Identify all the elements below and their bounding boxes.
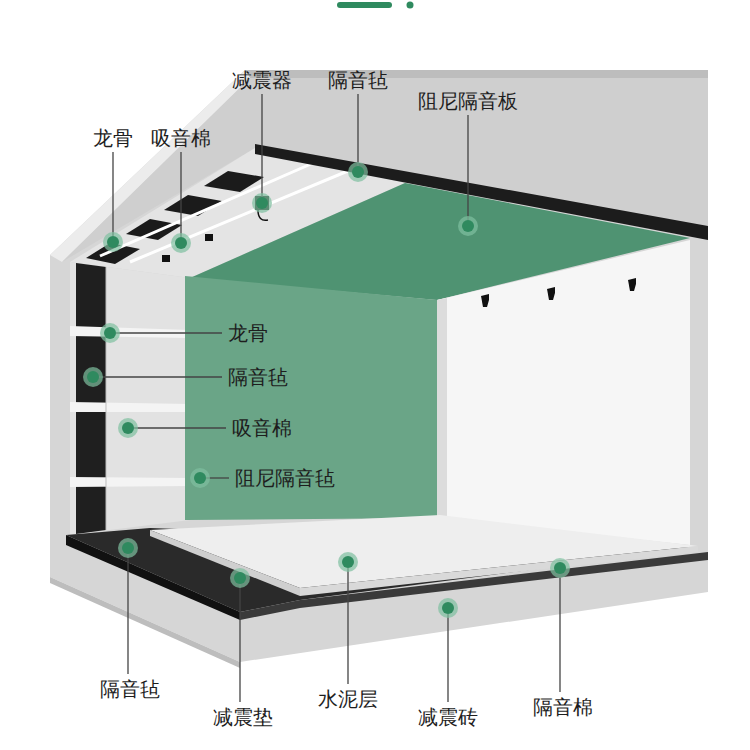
leader-lines: [99, 94, 560, 702]
part-label: 吸音棉: [151, 127, 211, 149]
spotlight: [547, 287, 555, 300]
part-label: 水泥层: [318, 688, 378, 710]
part-label: 隔音毡: [328, 69, 388, 91]
part-label: 隔音棉: [533, 696, 593, 718]
part-label: 吸音棉: [232, 417, 292, 439]
callout-dots: [83, 162, 570, 618]
spotlight: [481, 294, 489, 307]
part-label: 阻尼隔音毡: [235, 467, 335, 489]
part-label: 减震砖: [418, 706, 478, 728]
shell-top-edge: [245, 70, 708, 78]
damper: [162, 255, 170, 262]
part-label: 隔音毡: [228, 366, 288, 388]
deco-bar: [337, 2, 392, 8]
left-wall-joist: [70, 326, 190, 338]
floor-cement-edge: [300, 546, 698, 596]
shell: [50, 70, 708, 662]
floor-cement-edge: [150, 530, 300, 596]
part-label: 隔音毡: [100, 678, 160, 700]
part-label: 减震垫: [213, 706, 273, 728]
part-label: 减震器: [232, 69, 292, 91]
green-wall: [185, 276, 437, 520]
deco-dot: [407, 2, 414, 9]
left-wall-felt: [76, 263, 106, 534]
left-wall-joist: [70, 477, 190, 487]
white-wall: [437, 240, 690, 545]
left-wall-joist: [70, 402, 190, 412]
spotlight: [628, 278, 636, 291]
damper: [205, 234, 213, 241]
left-wall: [70, 262, 190, 535]
part-label: 龙骨: [93, 127, 133, 149]
wall-edge: [437, 298, 447, 519]
left-wall-line: [106, 267, 107, 530]
part-label: 龙骨: [228, 322, 268, 344]
part-label: 阻尼隔音板: [418, 90, 518, 112]
